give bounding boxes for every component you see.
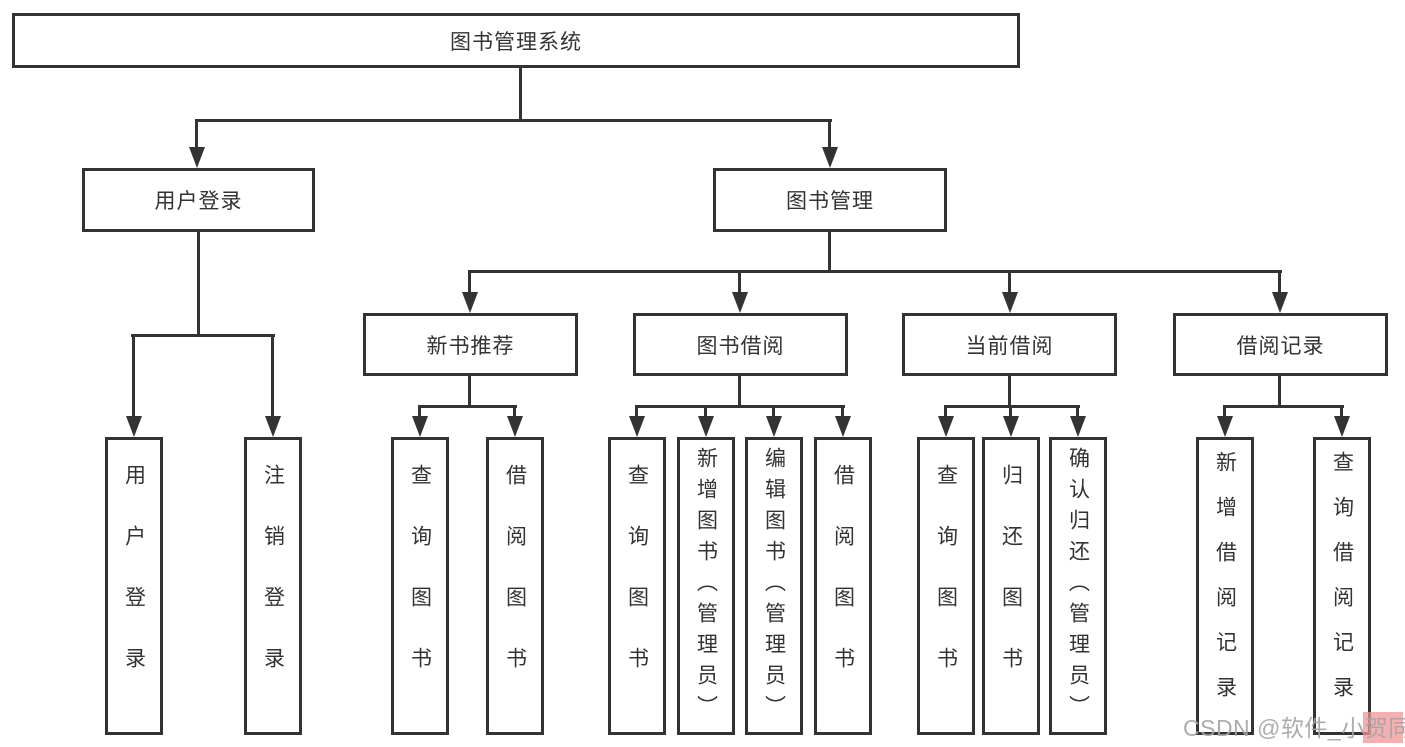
leaf-query-books-3: 查询图书: [917, 437, 975, 735]
watermark: CSDN @软件_小贺同学: [1183, 715, 1405, 741]
leaf-query-borrow-record: 查询借阅记录: [1313, 437, 1371, 735]
node-root-system: 图书管理系统: [12, 13, 1020, 68]
connector-stem-leaf: [841, 405, 844, 419]
connector-book-mgmt-trunk: [828, 232, 831, 272]
leaf-confirm-return-admin: 确认归还（管理员）: [1049, 437, 1107, 735]
connector-trunk-book-borrow: [738, 376, 741, 407]
connector-stem-book-mgmt: [828, 119, 831, 150]
connector-stem-leaf: [1340, 405, 1343, 419]
arrow-down-icon: [1334, 416, 1350, 437]
node-book-borrowing-label: 图书借阅: [696, 334, 785, 358]
connector-stem-leaf: [704, 405, 707, 419]
connector-stem-leaf: [1009, 405, 1012, 419]
connector-stem-current-borrow: [1008, 270, 1011, 295]
arrow-down-icon: [1002, 292, 1018, 313]
leaf-query-books-1: 查询图书: [391, 437, 449, 735]
node-root-label: 图书管理系统: [450, 30, 582, 54]
leaf-label: 归还图书: [999, 464, 1023, 708]
arrow-down-icon: [732, 292, 748, 313]
connector-stem-leaf: [1223, 405, 1226, 419]
leaf-label: 确认归还（管理员）: [1066, 446, 1090, 726]
connector-root-trunk: [519, 68, 522, 121]
node-book-management: 图书管理: [713, 168, 947, 232]
leaf-label: 借阅图书: [503, 464, 527, 708]
leaf-add-books-admin: 新增图书（管理员）: [677, 437, 735, 735]
connector-branch-book-borrow: [635, 405, 845, 408]
connector-trunk-new-books: [468, 376, 471, 407]
arrow-down-icon: [822, 147, 838, 168]
leaf-borrow-books-1: 借阅图书: [486, 437, 544, 735]
leaf-label: 用户登录: [122, 464, 146, 708]
connector-stem-new-books: [468, 270, 471, 295]
arrow-down-icon: [1217, 416, 1233, 437]
connector-stem-leaf: [1076, 405, 1079, 419]
node-book-management-label: 图书管理: [786, 190, 874, 213]
node-new-book-recommend-label: 新书推荐: [426, 334, 515, 358]
arrow-down-icon: [835, 416, 851, 437]
arrow-down-icon: [412, 416, 428, 437]
node-current-borrowing: 当前借阅: [902, 313, 1117, 376]
connector-root-branch: [196, 119, 832, 122]
arrow-down-icon: [1070, 416, 1086, 437]
connector-stem-user-login: [195, 119, 198, 150]
arrow-down-icon: [1003, 416, 1019, 437]
arrow-down-icon: [507, 416, 523, 437]
arrow-down-icon: [766, 416, 782, 437]
leaf-return-books: 归还图书: [982, 437, 1040, 735]
connector-stem-leaf: [271, 334, 274, 419]
node-current-borrowing-label: 当前借阅: [965, 334, 1054, 358]
node-borrowing-records-label: 借阅记录: [1236, 334, 1325, 358]
connector-stem-leaf: [772, 405, 775, 419]
connector-user-login-trunk: [197, 232, 200, 336]
leaf-edit-books-admin: 编辑图书（管理员）: [745, 437, 803, 735]
leaf-borrow-books-2: 借阅图书: [814, 437, 872, 735]
node-book-borrowing: 图书借阅: [633, 313, 848, 376]
connector-stem-book-borrow: [738, 270, 741, 295]
leaf-label: 查询图书: [625, 464, 649, 708]
node-user-login-label: 用户登录: [154, 190, 243, 213]
node-new-book-recommend: 新书推荐: [363, 313, 578, 376]
node-user-login: 用户登录: [82, 168, 315, 232]
leaf-user-login: 用户登录: [105, 437, 163, 735]
arrow-down-icon: [698, 416, 714, 437]
leaf-label: 查询图书: [934, 464, 958, 708]
connector-stem-borrow-records: [1278, 270, 1281, 295]
leaf-label: 编辑图书（管理员）: [762, 446, 786, 726]
connector-trunk-borrow-records: [1278, 376, 1281, 407]
arrow-down-icon: [189, 147, 205, 168]
leaf-logout: 注销登录: [244, 437, 302, 735]
arrow-down-icon: [1272, 292, 1288, 313]
connector-stem-leaf: [418, 405, 421, 419]
connector-user-login-branch: [131, 334, 275, 337]
watermark-accent: [1363, 712, 1403, 743]
node-borrowing-records: 借阅记录: [1173, 313, 1388, 376]
connector-branch-current-borrow: [944, 405, 1080, 408]
leaf-label: 查询借阅记录: [1330, 451, 1354, 721]
arrow-down-icon: [629, 416, 645, 437]
leaf-label: 查询图书: [408, 464, 432, 708]
connector-stem-leaf: [944, 405, 947, 419]
arrow-down-icon: [462, 292, 478, 313]
connector-branch-borrow-records: [1223, 405, 1344, 408]
connector-stem-leaf: [513, 405, 516, 419]
connector-trunk-current-borrow: [1008, 376, 1011, 407]
arrow-down-icon: [265, 416, 281, 437]
leaf-add-borrow-record: 新增借阅记录: [1196, 437, 1254, 735]
arrow-down-icon: [938, 416, 954, 437]
arrow-down-icon: [126, 416, 142, 437]
leaf-query-books-2: 查询图书: [608, 437, 666, 735]
connector-book-mgmt-branch: [468, 270, 1282, 273]
connector-stem-leaf: [132, 334, 135, 419]
leaf-label: 新增图书（管理员）: [694, 446, 718, 726]
connector-stem-leaf: [635, 405, 638, 419]
connector-branch-new-books: [418, 405, 517, 408]
leaf-label: 借阅图书: [831, 464, 855, 708]
leaf-label: 注销登录: [261, 464, 285, 708]
leaf-label: 新增借阅记录: [1213, 451, 1237, 721]
